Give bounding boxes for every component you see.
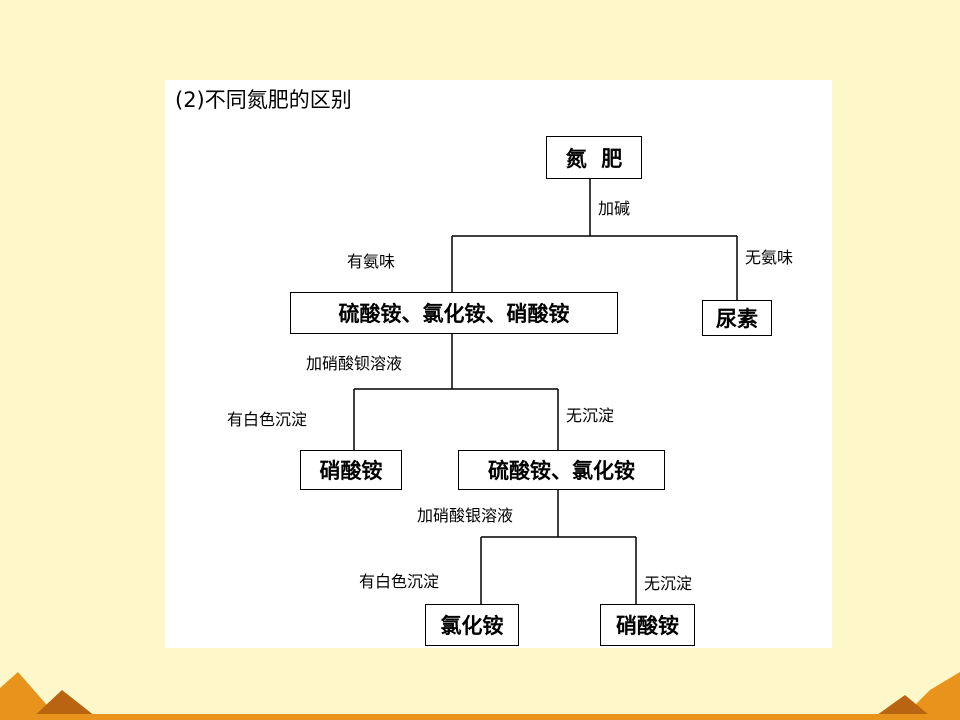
node-ammonium-nitrate-2: 硝酸铵 [600,604,695,646]
label-has-ammonia-smell: 有氨味 [347,252,396,271]
label-add-base: 加碱 [598,199,631,218]
label-no-precipitate-1: 无沉淀 [566,406,615,425]
diagram-panel: (2)不同氮肥的区别 氮 肥 硫酸铵、氯化铵、硝酸铵 尿素 硝酸铵 硫酸铵、氯化… [165,80,832,648]
node-ammonium-nitrate-1: 硝酸铵 [300,450,402,490]
label-white-precipitate-2: 有白色沉淀 [359,572,440,591]
label-no-ammonia-smell: 无氨味 [745,248,794,267]
label-white-precipitate-1: 有白色沉淀 [227,410,308,429]
node-ammonium-group: 硫酸铵、氯化铵、硝酸铵 [290,292,618,334]
diagram-heading: (2)不同氮肥的区别 [175,88,352,112]
node-urea: 尿素 [702,300,772,336]
label-no-precipitate-2: 无沉淀 [644,574,693,593]
label-add-barium-nitrate: 加硝酸钡溶液 [306,354,403,373]
corner-mountain-left-2 [30,690,100,720]
node-nitrogen-fertilizer: 氮 肥 [546,136,642,179]
node-sulfate-chloride: 硫酸铵、氯化铵 [458,450,665,490]
corner-mountain-right-2 [870,695,935,720]
label-add-silver-nitrate: 加硝酸银溶液 [417,506,514,525]
connector-lines [353,179,738,604]
node-ammonium-chloride: 氯化铵 [425,604,519,646]
bottom-strip [0,714,960,720]
